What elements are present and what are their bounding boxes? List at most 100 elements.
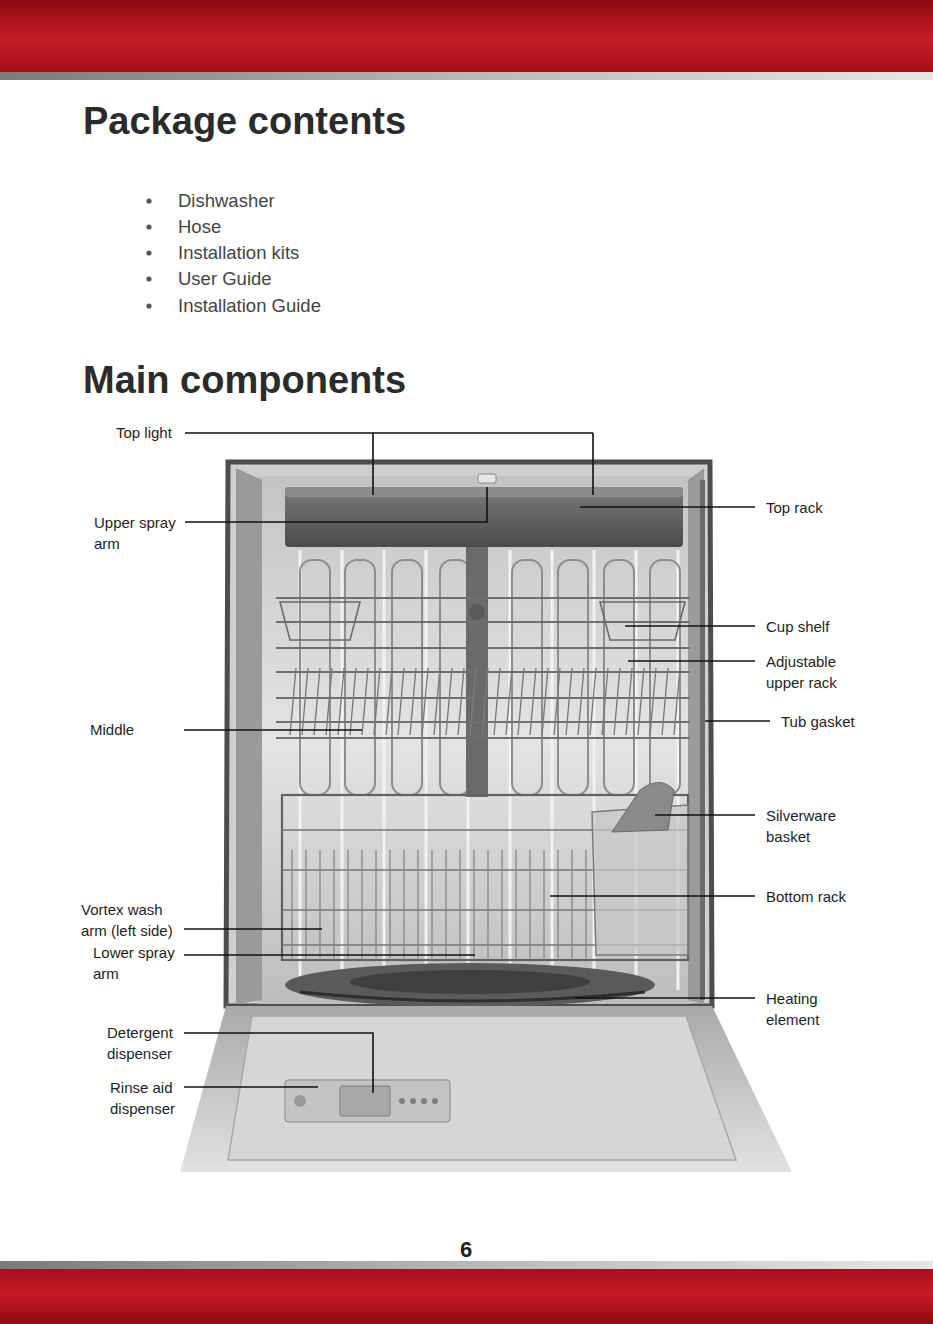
rack-tine xyxy=(585,850,586,958)
top-housing xyxy=(285,487,683,547)
rack-tine xyxy=(362,668,368,735)
rack-rail xyxy=(440,560,470,795)
part-label-box: Cup shelf xyxy=(766,616,829,637)
part-label: Detergent dispenser xyxy=(107,1022,202,1064)
rack-tine xyxy=(350,668,356,735)
part-label: Rinse aid dispenser xyxy=(110,1077,205,1119)
header-strip xyxy=(0,72,933,80)
rack-tine xyxy=(614,668,620,735)
cup-shelf-shape xyxy=(600,602,685,640)
part-label-box: Top rack xyxy=(766,497,823,518)
part-label-box: Lower spray arm xyxy=(93,942,188,984)
rack-tine xyxy=(530,668,536,735)
package-item-box: Installation kits xyxy=(178,241,299,265)
part-label: Tub gasket xyxy=(781,711,855,732)
rack-back-rails xyxy=(300,560,680,795)
rack-tine xyxy=(458,668,464,735)
rack-rail xyxy=(604,560,634,795)
detergent-lid xyxy=(340,1086,390,1116)
section-heading: Package contents xyxy=(83,98,406,144)
rack-tine xyxy=(571,850,572,958)
rack-rail xyxy=(392,560,422,795)
rack-tine xyxy=(403,850,404,958)
rack-tine xyxy=(543,850,544,958)
rack-rail xyxy=(650,560,680,795)
sump xyxy=(285,963,655,1007)
rack-tine xyxy=(290,668,296,735)
rack-tine xyxy=(662,668,668,735)
bullet-dot xyxy=(146,250,151,255)
package-item: Dishwasher xyxy=(178,189,275,213)
tub-rib xyxy=(341,550,344,990)
leader-line xyxy=(184,954,475,956)
bullet-dots xyxy=(146,198,151,308)
dishwasher-illustration xyxy=(180,462,792,1172)
part-label: Top light xyxy=(116,422,172,443)
open-door xyxy=(180,1006,792,1172)
tub-rib xyxy=(551,550,554,990)
rack-tine xyxy=(566,668,572,735)
rack-rail xyxy=(345,560,375,795)
rack-tine xyxy=(398,668,404,735)
rack-tine xyxy=(470,668,476,735)
rack-wire xyxy=(276,597,690,599)
leader-line xyxy=(655,814,755,816)
dispenser-dots xyxy=(399,1098,438,1104)
rack-tine xyxy=(501,850,502,958)
rack-wire xyxy=(276,621,690,623)
package-item-box: User Guide xyxy=(178,267,272,291)
rack-tine xyxy=(374,668,380,735)
rack-tine xyxy=(446,668,452,735)
heating-element-shape xyxy=(300,992,645,1001)
package-item: User Guide xyxy=(178,267,272,291)
package-item: Installation Guide xyxy=(178,294,321,318)
rack-tine xyxy=(386,668,392,735)
part-label: Vortex wash arm (left side) xyxy=(81,899,181,941)
leader-line xyxy=(185,433,593,495)
part-label: Upper spray arm xyxy=(94,512,189,554)
rack-tine xyxy=(626,668,632,735)
rack-wire xyxy=(276,697,690,699)
rack-tine xyxy=(482,668,488,735)
rack-tine xyxy=(554,668,560,735)
rack-tine xyxy=(445,850,446,958)
bullet-dot xyxy=(146,303,151,308)
bullet-dot xyxy=(146,224,151,229)
tub-gasket xyxy=(700,480,705,1000)
package-item: Installation kits xyxy=(178,241,299,265)
part-label-box: Bottom rack xyxy=(766,886,846,907)
upper-rack xyxy=(276,598,690,738)
leader-line xyxy=(184,1086,318,1088)
rack-tine xyxy=(431,850,432,958)
rack-wire xyxy=(276,671,690,673)
page-number-box: 6 xyxy=(451,1237,481,1263)
part-label-box: Adjustable upper rack xyxy=(766,651,861,693)
pipe-joint xyxy=(469,604,485,620)
rack-tine xyxy=(361,850,362,958)
rack-tine xyxy=(557,850,558,958)
rack-tine xyxy=(542,668,548,735)
rack-tine xyxy=(302,668,308,735)
leader-line xyxy=(184,928,322,930)
part-label: Middle xyxy=(90,719,134,740)
part-label-box: Rinse aid dispenser xyxy=(110,1077,205,1119)
leader-line xyxy=(185,487,487,522)
footer-strip xyxy=(0,1261,933,1269)
part-label: Cup shelf xyxy=(766,616,829,637)
section-heading-box: Main components xyxy=(83,357,406,403)
rack-tine xyxy=(638,668,644,735)
tub-right-wall xyxy=(688,468,704,1004)
rack-tine xyxy=(326,668,332,735)
leader-line xyxy=(184,1033,373,1093)
tub-interior xyxy=(258,476,692,1004)
rack-wire xyxy=(276,737,690,739)
part-label: Lower spray arm xyxy=(93,942,188,984)
dispenser-dot xyxy=(410,1098,416,1104)
part-label: Bottom rack xyxy=(766,886,846,907)
cup-shelf-shape xyxy=(280,602,360,640)
part-label-box: Upper spray arm xyxy=(94,512,189,554)
rack-tine xyxy=(590,668,596,735)
tub-left-wall xyxy=(236,468,262,1004)
part-label: Heating element xyxy=(766,988,861,1030)
